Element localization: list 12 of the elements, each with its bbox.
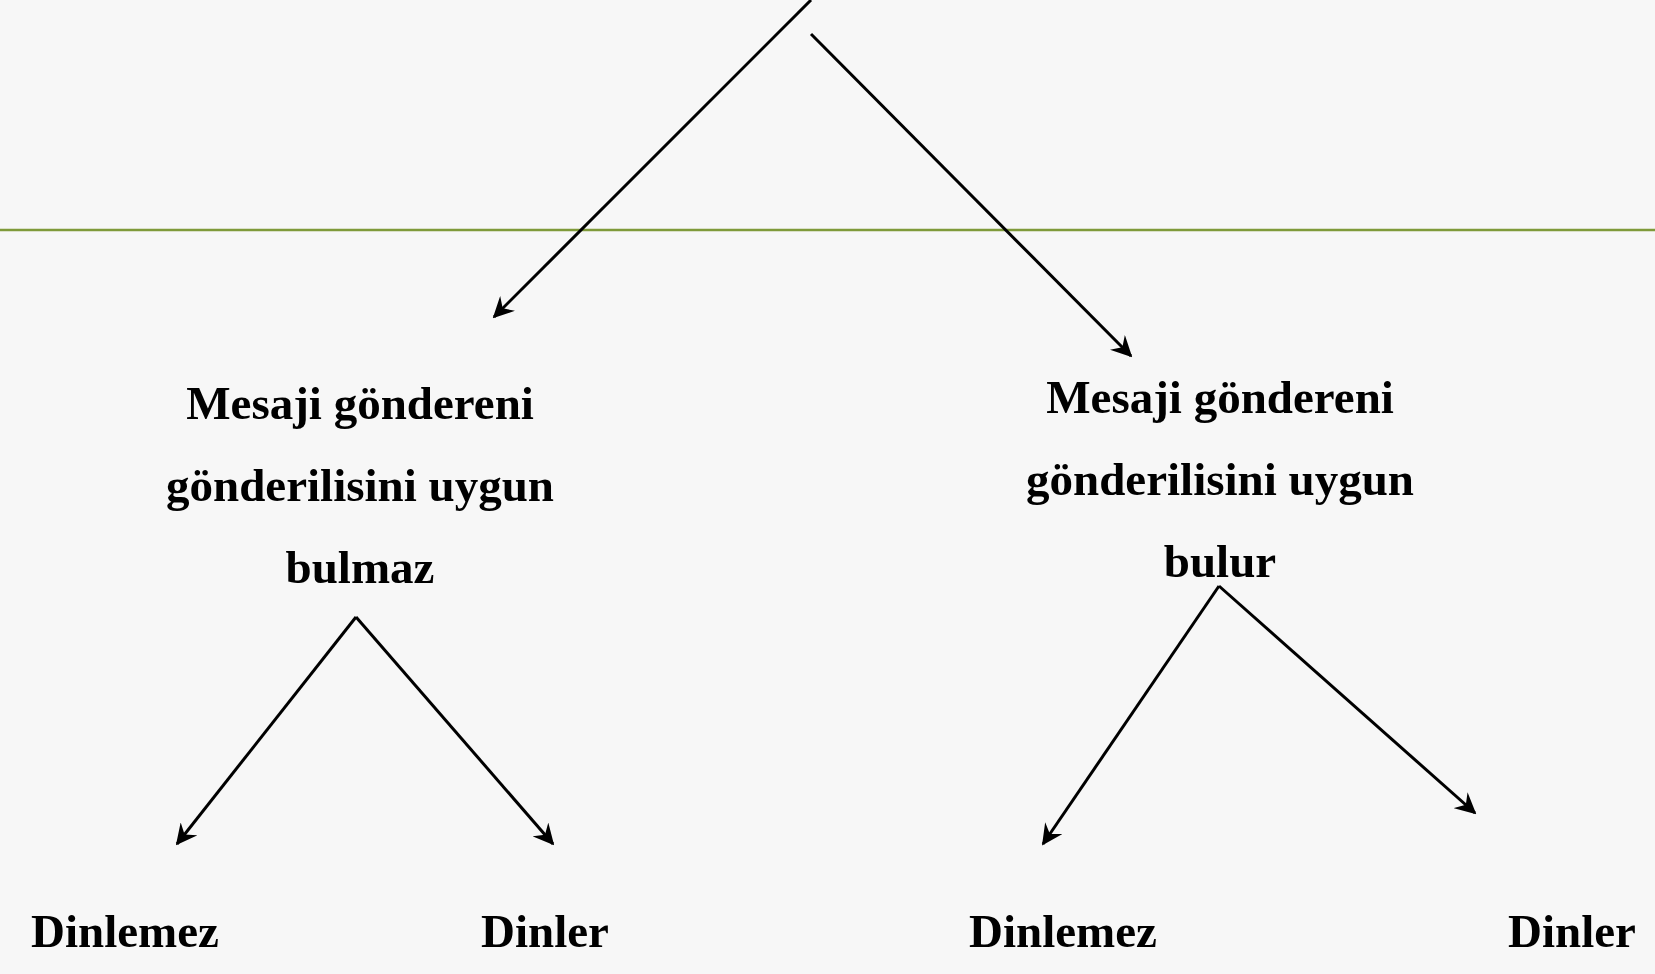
node-text: Mesaji göndereni gönderilisini uygun bulur	[1025, 370, 1415, 589]
arrow	[1041, 585, 1221, 846]
node-text: Mesaji göndereni gönderilisini uygun bulmaz	[165, 376, 555, 595]
arrow	[175, 616, 358, 846]
node-text: Dinler	[481, 904, 609, 959]
arrow	[354, 616, 555, 846]
arrow	[809, 32, 1133, 358]
node-text: Dinler	[1508, 904, 1636, 959]
arrow	[1218, 584, 1477, 815]
arrow	[492, 0, 813, 319]
node-text: Dinlemez	[31, 904, 219, 959]
node-text: Dinlemez	[969, 904, 1157, 959]
